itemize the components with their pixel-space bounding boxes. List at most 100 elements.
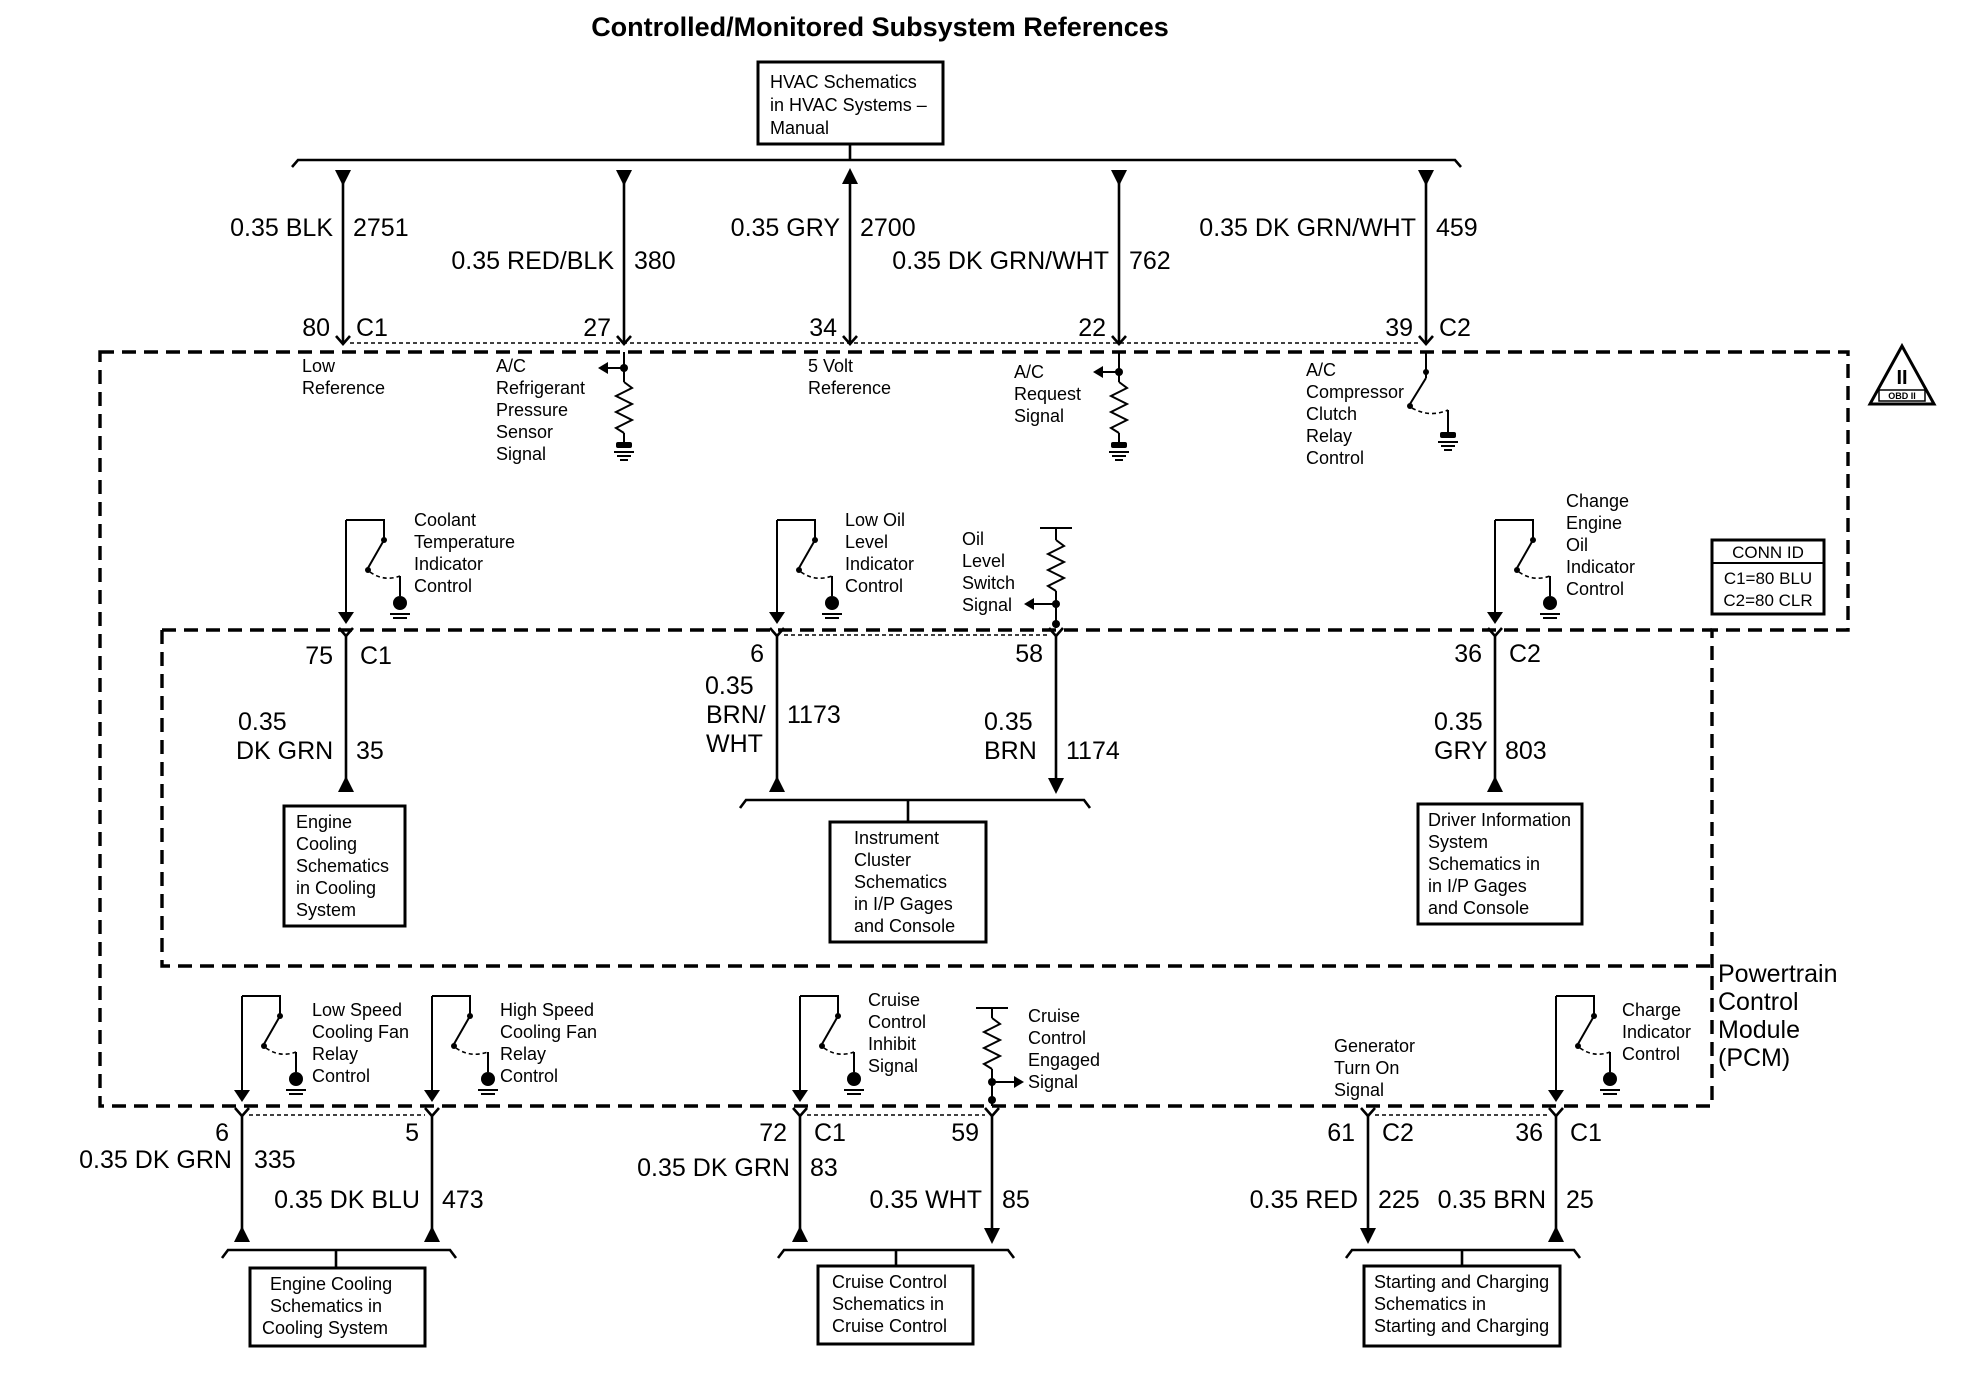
function-label: Turn On (1334, 1058, 1399, 1078)
function-label: Charge (1622, 1000, 1681, 1020)
conn-id-header: CONN ID (1732, 543, 1804, 562)
wire-color-label: WHT (706, 730, 763, 758)
function-label: Request (1014, 384, 1081, 404)
function-label: High Speed (500, 1000, 594, 1020)
wire-color-label: 0.35 BRN (1438, 1186, 1546, 1214)
function-label: Control (868, 1012, 926, 1032)
function-label: Control (1306, 448, 1364, 468)
wire-color-label: 0.35 DK GRN/WHT (1199, 214, 1416, 242)
conn-id-line: C1=80 BLU (1724, 569, 1812, 588)
circuit-number-label: 25 (1566, 1186, 1594, 1214)
pcm-name-line: (PCM) (1718, 1044, 1790, 1072)
ref-box-line: Schematics in (832, 1294, 944, 1314)
wire-color-label: GRY (1434, 737, 1488, 765)
pin-number: 75 (305, 642, 333, 670)
function-label: Change (1566, 491, 1629, 511)
wire-arrow (616, 170, 632, 186)
bottom-wires (220, 1107, 1582, 1268)
function-label: Signal (496, 444, 546, 464)
function-label: Reference (302, 378, 385, 398)
function-label: Indicator (845, 554, 914, 574)
ref-box-line: Cooling System (262, 1318, 388, 1338)
ref-box-line: Cruise Control (832, 1316, 947, 1336)
function-label: Indicator (414, 554, 483, 574)
circuit-number-label: 2751 (353, 214, 409, 242)
function-label: Generator (1334, 1036, 1415, 1056)
function-label: Relay (1306, 426, 1352, 446)
function-label: A/C (1014, 362, 1044, 382)
ref-box-line: System (1428, 832, 1488, 852)
circuit-number-label: 1174 (1066, 737, 1120, 765)
function-label: Sensor (496, 422, 553, 442)
obd-symbol: II (1896, 367, 1907, 389)
conn-id-box: CONN ID C1=80 BLU C2=80 CLR (1710, 538, 1826, 616)
middle-reference-boxes: Engine Cooling Schematics in Cooling Sys… (282, 802, 1584, 944)
circuit-number-label: 380 (634, 247, 676, 275)
function-label: Cruise (868, 990, 920, 1010)
pcm-name-line: Control (1718, 988, 1799, 1016)
pin-number: 5 (405, 1119, 419, 1147)
top-function-labels: Low Reference A/C Refrigerant Pressure S… (302, 356, 1404, 468)
top-pin-labels: 80 C1 27 34 22 39 C2 (302, 314, 1471, 342)
wire-color-label: 0.35 (1434, 708, 1483, 736)
connector-id: C1 (356, 314, 388, 342)
circuit-number-label: 1173 (787, 701, 841, 729)
function-label: Compressor (1306, 382, 1404, 402)
function-label: Low (302, 356, 336, 376)
pin-number: 58 (1015, 640, 1043, 668)
function-label: Cooling Fan (500, 1022, 597, 1042)
ref-box-line: Schematics in (270, 1296, 382, 1316)
obd-label: OBD II (1888, 391, 1916, 401)
wire-color-label: BRN (984, 737, 1037, 765)
connector-id: C1 (814, 1119, 846, 1147)
ref-box-line: Schematics (296, 856, 389, 876)
middle-wires (338, 627, 1503, 822)
function-label: Coolant (414, 510, 476, 530)
wire-color-label: 0.35 DK BLU (274, 1186, 420, 1214)
pin-number: 34 (809, 314, 837, 342)
function-label: Signal (1028, 1072, 1078, 1092)
ref-box-line: Starting and Charging (1374, 1316, 1549, 1336)
function-label: Reference (808, 378, 891, 398)
ref-box-line: Schematics in (1374, 1294, 1486, 1314)
ref-box-line: Cluster (854, 850, 911, 870)
function-label: Engine (1566, 513, 1622, 533)
hvac-box-line: in HVAC Systems – (770, 95, 927, 115)
function-label: Refrigerant (496, 378, 585, 398)
wire-color-label: 0.35 (984, 708, 1033, 736)
function-label: Oil (1566, 535, 1588, 555)
wire-color-label: 0.35 DK GRN (637, 1154, 790, 1182)
function-label: Cooling Fan (312, 1022, 409, 1042)
function-label: Control (312, 1066, 370, 1086)
pcm-outline (98, 350, 1850, 1108)
ref-box-line: Cruise Control (832, 1272, 947, 1292)
function-label: Signal (1334, 1080, 1384, 1100)
bottom-internal-components (234, 995, 1620, 1106)
connector-id: C1 (360, 642, 392, 670)
circuit-number-label: 225 (1378, 1186, 1420, 1214)
function-label: Signal (1014, 406, 1064, 426)
pin-number: 80 (302, 314, 330, 342)
ref-box-line: Instrument (854, 828, 939, 848)
function-label: Relay (312, 1044, 358, 1064)
circuit-number-label: 335 (254, 1146, 296, 1174)
circuit-number-label: 85 (1002, 1186, 1030, 1214)
diagram-title: Controlled/Monitored Subsystem Reference… (591, 12, 1169, 42)
top-internal-components (598, 352, 1458, 461)
ref-box-line: Engine Cooling (270, 1274, 392, 1294)
function-label: Control (1566, 579, 1624, 599)
function-label: Relay (500, 1044, 546, 1064)
pin-number: 39 (1385, 314, 1413, 342)
wire-color-label: DK GRN (236, 737, 333, 765)
wire-color-label: 0.35 DK GRN (79, 1146, 232, 1174)
ref-box-line: and Console (854, 916, 955, 936)
bottom-reference-boxes: Engine Cooling Schematics in Cooling Sys… (248, 1264, 1562, 1348)
pin-number: 6 (215, 1119, 229, 1147)
wire-arrow (1111, 170, 1127, 186)
function-label: A/C (1306, 360, 1336, 380)
function-label: Oil (962, 529, 984, 549)
function-label: Inhibit (868, 1034, 916, 1054)
hvac-bus-bracket (291, 158, 1462, 168)
function-label: 5 Volt (808, 356, 853, 376)
circuit-number-label: 459 (1436, 214, 1478, 242)
